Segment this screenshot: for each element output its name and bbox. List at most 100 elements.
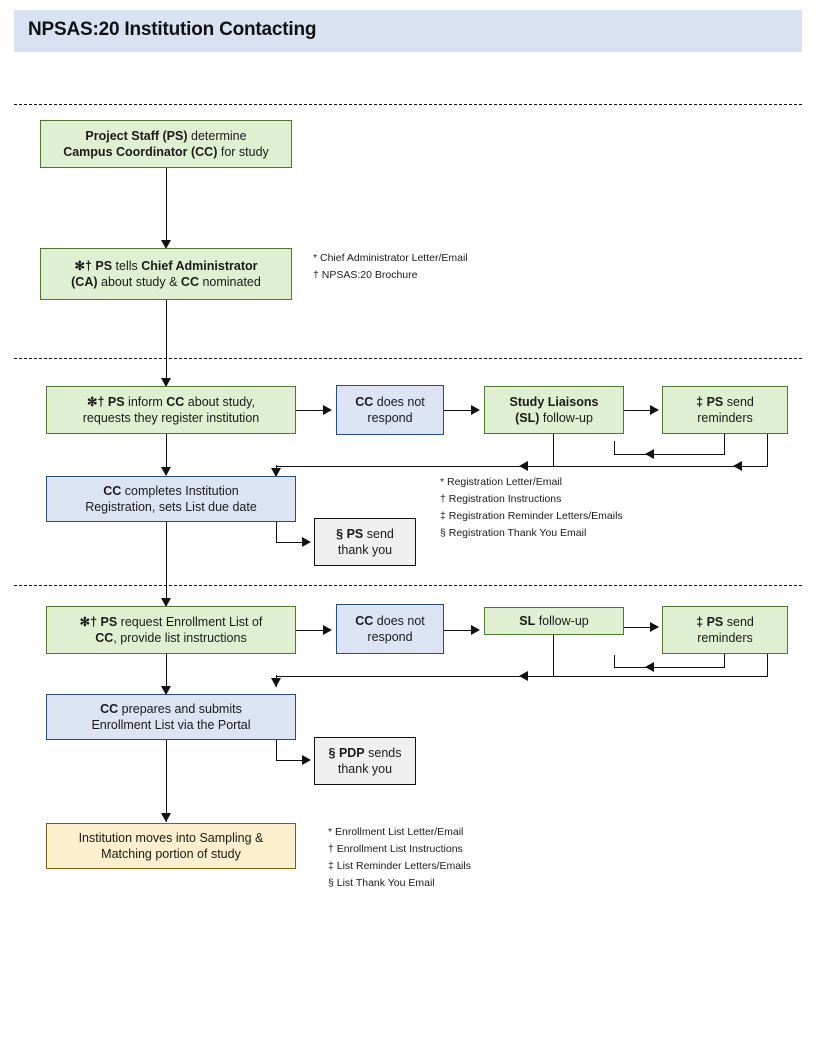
- node-label-text: send: [363, 526, 394, 541]
- arrow-head-down: [160, 686, 171, 695]
- connector-line: [614, 655, 616, 667]
- node-label-text: reminders: [697, 411, 753, 425]
- node-label-line: CC does not: [355, 613, 425, 629]
- section-separator-1: [14, 104, 802, 105]
- node-label-strong: PS: [706, 394, 724, 409]
- footnote-line: § List Thank You Email: [328, 877, 435, 889]
- node-label-line: CC completes Institution: [85, 483, 257, 499]
- arrow-head-down: [160, 813, 171, 822]
- node-label-text: reminders: [697, 631, 753, 645]
- node-label-strong: SL: [519, 613, 536, 628]
- node-label: ✻† PS inform CC about study,requests the…: [78, 394, 264, 427]
- node-label-text: does not: [373, 394, 425, 409]
- node-label: Study Liaisons(SL) follow-up: [505, 394, 604, 427]
- connector-line: [724, 654, 726, 667]
- node-label-line: Matching portion of study: [79, 846, 264, 862]
- connector-line: [296, 629, 324, 631]
- arrow-head-down: [271, 678, 281, 687]
- node-label-text: tells: [112, 258, 142, 273]
- node-label-strong: CC: [355, 394, 374, 409]
- node-label-text: completes Institution: [121, 483, 239, 498]
- node-label-text: about study,: [184, 394, 255, 409]
- node-ps-tells-ca[interactable]: ✻† PS tells Chief Administrator(CA) abou…: [40, 248, 292, 300]
- connector-line: [624, 409, 651, 411]
- node-label: Institution moves into Sampling & Matchin…: [74, 830, 269, 863]
- arrow-head-left: [645, 662, 654, 672]
- connector-line: [767, 654, 769, 676]
- node-institution-sampling-matching[interactable]: Institution moves into Sampling & Matchin…: [46, 823, 296, 869]
- node-label-text: requests they register institution: [82, 411, 260, 425]
- node-label-strong: (CA): [71, 275, 98, 289]
- node-label-line: reminders: [696, 630, 754, 646]
- node-label-line: CC does not: [355, 394, 425, 410]
- node-label-strong: Campus Coordinator (CC): [63, 145, 218, 159]
- node-label-text: Matching portion of study: [101, 847, 241, 861]
- connector-line: [553, 635, 555, 676]
- node-label-text: sends: [364, 745, 402, 760]
- node-study-liaisons-followup[interactable]: Study Liaisons(SL) follow-up: [484, 386, 624, 434]
- node-label: SL follow-up: [514, 613, 593, 629]
- node-sl-followup[interactable]: SL follow-up: [484, 607, 624, 635]
- node-label-line: requests they register institution: [83, 410, 259, 426]
- node-label-line: respond: [355, 410, 425, 426]
- node-label-line: ✻† PS tells Chief Administrator: [71, 258, 261, 274]
- footnotes-section-1: * Chief Administrator Letter/Email† NPSA…: [313, 250, 468, 284]
- node-label-line: § PS send: [336, 526, 394, 542]
- connector-line: [165, 522, 167, 606]
- node-label-line: (CA) about study & CC nominated: [71, 274, 261, 290]
- node-label-line: thank you: [336, 542, 394, 558]
- arrow-head-right: [471, 625, 480, 635]
- connector-line: [624, 626, 651, 628]
- section-separator-2: [14, 358, 802, 359]
- connector-line: [276, 759, 305, 761]
- connector-line: [296, 409, 324, 411]
- node-label-line: ‡ PS send: [696, 394, 754, 410]
- connector-line: [614, 453, 725, 455]
- arrow-head-down: [160, 378, 171, 387]
- connector-line: [553, 434, 555, 466]
- node-label-strong: (SL): [515, 411, 540, 425]
- node-ps-inform-cc-register[interactable]: ✻† PS inform CC about study,requests the…: [46, 386, 296, 434]
- connector-line: [724, 434, 726, 455]
- footnotes-section-3: * Enrollment List Letter/Email† Enrollme…: [328, 824, 471, 892]
- section-separator-3: [14, 585, 802, 586]
- node-label-text: Registration, sets List due date: [85, 500, 257, 514]
- node-label-text: respond: [367, 630, 413, 644]
- arrow-head-right: [650, 405, 659, 415]
- node-label-strong: CC: [103, 483, 122, 498]
- footnote-line: † NPSAS:20 Brochure: [313, 269, 418, 281]
- node-label-text: Institution moves into Sampling &: [78, 830, 264, 845]
- footnote-symbol: §: [328, 745, 339, 760]
- node-label-line: Campus Coordinator (CC) for study: [63, 144, 269, 160]
- node-label-text: send: [723, 394, 754, 409]
- arrow-head-left: [519, 671, 528, 681]
- node-label-line: ‡ PS send: [696, 614, 754, 630]
- arrow-head-right: [302, 755, 311, 765]
- node-label-line: respond: [355, 629, 425, 645]
- arrow-head-down: [160, 598, 171, 607]
- node-label-strong: CC: [180, 275, 199, 289]
- connector-line: [165, 434, 167, 474]
- arrow-head-right: [302, 537, 311, 547]
- node-label-strong: CC: [95, 631, 114, 645]
- node-label-text: follow-up: [535, 613, 589, 628]
- footnote-symbol: ✻†: [79, 614, 101, 629]
- arrow-head-right: [650, 622, 659, 632]
- node-label-strong: PDP: [338, 745, 365, 760]
